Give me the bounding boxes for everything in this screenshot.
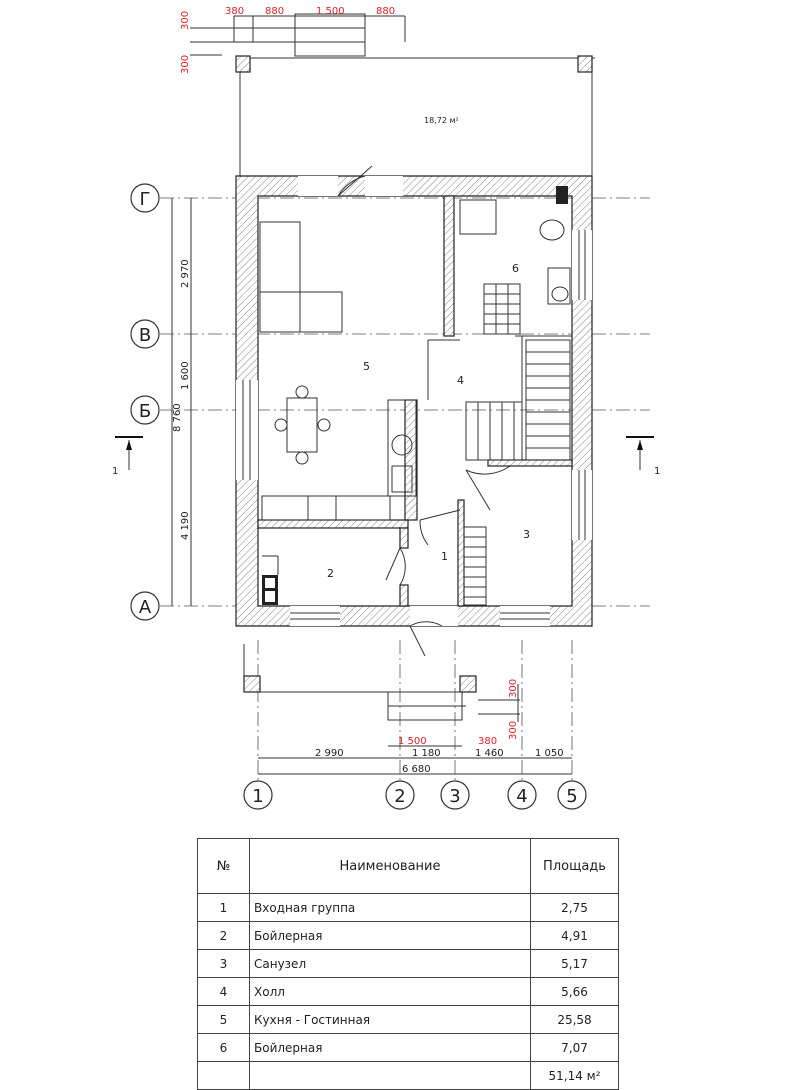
cell-number: 3 bbox=[197, 949, 250, 978]
staircase bbox=[463, 283, 571, 606]
porch: 300 300 bbox=[243, 644, 520, 740]
cell-area: 7,07 bbox=[530, 1033, 619, 1062]
dim-text: 880 bbox=[265, 6, 284, 17]
axis-label: 3 bbox=[449, 786, 460, 807]
dim-text: 1 050 bbox=[535, 748, 564, 759]
dim-text: 1 600 bbox=[180, 361, 191, 390]
axis-label: Г bbox=[140, 189, 151, 210]
section-label: 1 bbox=[112, 466, 118, 477]
empty-cell bbox=[249, 1061, 531, 1090]
cell-name: Кухня - Гостинная bbox=[249, 1005, 531, 1034]
dim-text: 6 680 bbox=[402, 764, 431, 775]
cell-area: 5,66 bbox=[530, 977, 619, 1006]
terrace-area: 18,72 м² bbox=[424, 116, 459, 125]
cell-number: 6 bbox=[197, 1033, 250, 1062]
cell-number: 1 bbox=[197, 893, 250, 922]
dim-text: 880 bbox=[376, 6, 395, 17]
room-number: 5 bbox=[363, 360, 370, 373]
cell-name: Бойлерная bbox=[249, 1033, 531, 1062]
header-number: № bbox=[197, 838, 250, 894]
header-name: Наименование bbox=[249, 838, 531, 894]
room-number: 4 bbox=[457, 374, 464, 387]
room-labels: 1 2 3 4 5 6 bbox=[327, 262, 530, 580]
floor-plan: 380 880 1 500 880 300 300 18,72 м² bbox=[112, 6, 660, 810]
cell-name: Санузел bbox=[249, 949, 531, 978]
axis-markers-numbers: 1 2 3 4 5 bbox=[243, 780, 587, 810]
axis-label: А bbox=[139, 597, 152, 618]
dim-text: 300 bbox=[180, 11, 191, 30]
left-dimensions: 8 760 2 970 1 600 4 190 bbox=[171, 198, 192, 606]
section-mark-right: 1 bbox=[626, 436, 660, 477]
axis-markers-letters: Г В Б А bbox=[130, 183, 160, 621]
room-number: 2 bbox=[327, 567, 334, 580]
axis-label: 4 bbox=[516, 786, 527, 807]
dim-text: 380 bbox=[478, 736, 497, 747]
exterior-walls bbox=[235, 165, 593, 627]
table-total-row: 51,14 м² bbox=[197, 1061, 619, 1090]
axis-label: 2 bbox=[394, 786, 405, 807]
total-area: 51,14 м² bbox=[530, 1061, 619, 1090]
dim-text: 1 500 bbox=[398, 736, 427, 747]
room-number: 6 bbox=[512, 262, 519, 275]
dim-text: 1 500 bbox=[316, 6, 345, 17]
dim-text: 300 bbox=[508, 721, 519, 740]
table-header: № Наименование Площадь bbox=[197, 838, 619, 894]
interior-walls bbox=[257, 195, 573, 607]
dim-text: 300 bbox=[180, 55, 191, 74]
cell-area: 25,58 bbox=[530, 1005, 619, 1034]
room-number: 3 bbox=[523, 528, 530, 541]
top-dimensions: 380 880 1 500 880 300 300 bbox=[180, 6, 406, 74]
cell-number: 4 bbox=[197, 977, 250, 1006]
interior-doors bbox=[385, 465, 511, 657]
dim-text: 300 bbox=[508, 679, 519, 698]
cell-area: 2,75 bbox=[530, 893, 619, 922]
dim-text: 2 970 bbox=[180, 259, 191, 288]
terrace: 18,72 м² bbox=[235, 55, 595, 176]
cell-name: Холл bbox=[249, 977, 531, 1006]
room-number: 1 bbox=[441, 550, 448, 563]
dim-text: 4 190 bbox=[180, 511, 191, 540]
cell-area: 4,91 bbox=[530, 921, 619, 950]
section-label: 1 bbox=[654, 466, 660, 477]
dim-text: 1 460 bbox=[475, 748, 504, 759]
axis-label: 5 bbox=[566, 786, 577, 807]
empty-cell bbox=[197, 1061, 250, 1090]
cell-number: 5 bbox=[197, 1005, 250, 1034]
axis-label: В bbox=[139, 325, 151, 346]
cell-name: Входная группа bbox=[249, 893, 531, 922]
axis-label: Б bbox=[139, 401, 151, 422]
cell-area: 5,17 bbox=[530, 949, 619, 978]
dim-text: 2 990 bbox=[315, 748, 344, 759]
axis-label: 1 bbox=[252, 786, 263, 807]
furniture bbox=[259, 186, 571, 605]
dim-text: 1 180 bbox=[412, 748, 441, 759]
cell-number: 2 bbox=[197, 921, 250, 950]
dim-text: 8 760 bbox=[172, 403, 183, 432]
cell-name: Бойлерная bbox=[249, 921, 531, 950]
section-mark-left: 1 bbox=[112, 436, 143, 477]
bottom-dimensions: 1 500 380 2 990 1 180 1 460 1 050 6 680 bbox=[258, 736, 572, 775]
dim-text: 380 bbox=[225, 6, 244, 17]
header-area: Площадь bbox=[530, 838, 619, 894]
